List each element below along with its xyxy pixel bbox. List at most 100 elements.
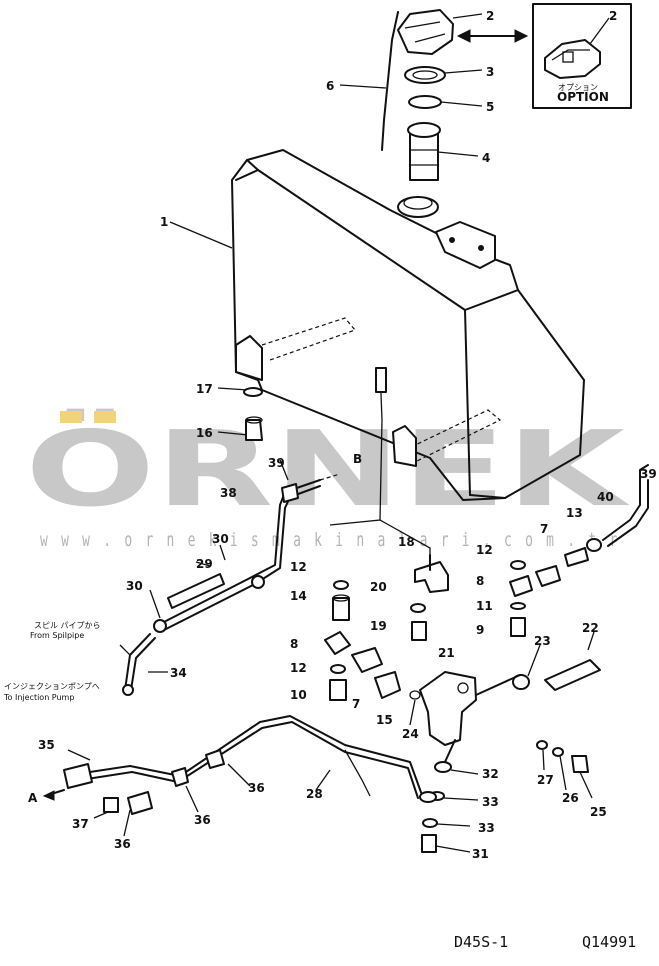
callout-18: 18 — [398, 535, 415, 549]
bracket-18-icon — [414, 561, 449, 593]
callout-36-mid: 36 — [248, 781, 265, 795]
bolt-15-icon — [374, 671, 401, 699]
option-box: オプション OPTION — [532, 3, 632, 109]
drain-parts — [243, 367, 387, 441]
callout-b: B — [353, 452, 362, 466]
callout-4: 4 — [482, 151, 490, 165]
washer-12b-icon — [330, 664, 346, 674]
callout-3: 3 — [486, 65, 494, 79]
elbow-8a-icon — [324, 631, 351, 655]
callout-17: 17 — [196, 382, 213, 396]
clamp-30a-icon — [153, 619, 167, 633]
hose-34-icon — [124, 633, 151, 691]
option-label-en: OPTION — [557, 90, 609, 104]
washer-26-icon — [552, 747, 564, 757]
footer-model: D45S-1 — [454, 933, 508, 951]
callout-31: 31 — [472, 847, 489, 861]
bolt-25-icon — [571, 755, 589, 773]
strainer-icon — [409, 131, 439, 181]
bolt-36-icon — [127, 791, 153, 815]
watermark-url: w w w . o r n e k i s m a k i n a l a r … — [40, 529, 620, 551]
bolt-9-icon — [510, 617, 526, 637]
elbow-7a-icon — [535, 565, 561, 587]
footer-code: Q14991 — [582, 933, 636, 951]
tank-filler-neck — [397, 196, 439, 218]
callout-12-right: 12 — [476, 543, 493, 557]
washer-12a-icon — [333, 580, 349, 590]
callout-12-left-bottom: 12 — [290, 661, 307, 675]
watermark: ÖRNEK w w w . o r n e k i s m a k i n a … — [25, 408, 630, 551]
tank-foot-left — [235, 335, 263, 381]
clamp-30b-icon — [251, 575, 265, 589]
footer: D45S-1 Q14991 — [454, 933, 636, 951]
elbow-7b-icon — [351, 647, 383, 673]
element-22-icon — [544, 659, 601, 691]
plug-16-icon — [245, 419, 263, 441]
callout-39-right: 39 — [640, 467, 657, 481]
callout-5: 5 — [486, 100, 494, 114]
callout-19: 19 — [370, 619, 387, 633]
watermark-dot-left — [60, 411, 82, 423]
watermark-dot-right — [94, 411, 116, 423]
filter-assembly — [324, 464, 649, 853]
callout-27: 27 — [537, 773, 554, 787]
washer-27-icon — [536, 740, 548, 750]
callout-38: 38 — [220, 486, 237, 500]
oring-24-icon — [409, 690, 421, 700]
callout-15: 15 — [376, 713, 393, 727]
callout-1: 1 — [160, 215, 168, 229]
callout-10: 10 — [290, 688, 307, 702]
callout-11: 11 — [476, 599, 493, 613]
callout-16: 16 — [196, 426, 213, 440]
tank-bracket — [392, 425, 417, 467]
filler-assembly — [381, 9, 529, 181]
gasket-icon — [404, 66, 446, 84]
washer-37-icon — [103, 797, 119, 813]
callout-12-left-top: 12 — [290, 560, 307, 574]
callout-21: 21 — [438, 646, 455, 660]
callout-7-right: 7 — [540, 522, 548, 536]
plug-32-icon — [434, 761, 452, 773]
option-box-frame — [532, 3, 632, 109]
cap-chain-icon — [381, 11, 399, 151]
callout-28: 28 — [306, 787, 323, 801]
callout-8-left: 8 — [290, 637, 298, 651]
callout-9: 9 — [476, 623, 484, 637]
callout-40: 40 — [597, 490, 614, 504]
snap-ring-icon — [408, 95, 442, 109]
fitting-14-icon — [332, 597, 350, 621]
bolt-31-icon — [421, 834, 437, 853]
filler-cap-icon — [397, 9, 454, 55]
bolt-10-icon — [329, 679, 347, 701]
callout-26: 26 — [562, 791, 579, 805]
callout-8-right: 8 — [476, 574, 484, 588]
callout-32: 32 — [482, 767, 499, 781]
pipe-28-icon — [69, 715, 423, 796]
callout-7-left: 7 — [352, 697, 360, 711]
hose-39-icon — [602, 464, 649, 541]
callout-2: 2 — [486, 9, 494, 23]
callout-34: 34 — [170, 666, 187, 680]
tank-top-bracket — [435, 221, 496, 269]
fitting-13-icon — [564, 547, 589, 567]
note-spill-jp: スピル パイプから — [34, 621, 101, 630]
nut-40-icon — [586, 538, 602, 552]
callout-37: 37 — [72, 817, 89, 831]
callout-22: 22 — [582, 621, 599, 635]
injection-pipe — [42, 715, 437, 837]
callout-a: A — [28, 791, 38, 805]
washer-11-icon — [510, 602, 526, 610]
callout-33-bottom: 33 — [478, 821, 495, 835]
callout-33-top: 33 — [482, 795, 499, 809]
clamp-35-icon — [63, 763, 93, 789]
note-spill-en: From Spilpipe — [30, 631, 84, 640]
filter-head-icon — [419, 671, 477, 746]
spill-pipe — [119, 459, 341, 696]
washer-17-icon — [243, 387, 263, 397]
callout-2-option: 2 — [609, 9, 617, 23]
callout-29: 29 — [196, 557, 213, 571]
callout-20: 20 — [370, 580, 387, 594]
callout-23: 23 — [534, 634, 551, 648]
callouts: 2 2 3 5 4 6 1 17 16 B 39 38 39 40 13 7 1… — [28, 9, 657, 861]
callout-24: 24 — [402, 727, 419, 741]
